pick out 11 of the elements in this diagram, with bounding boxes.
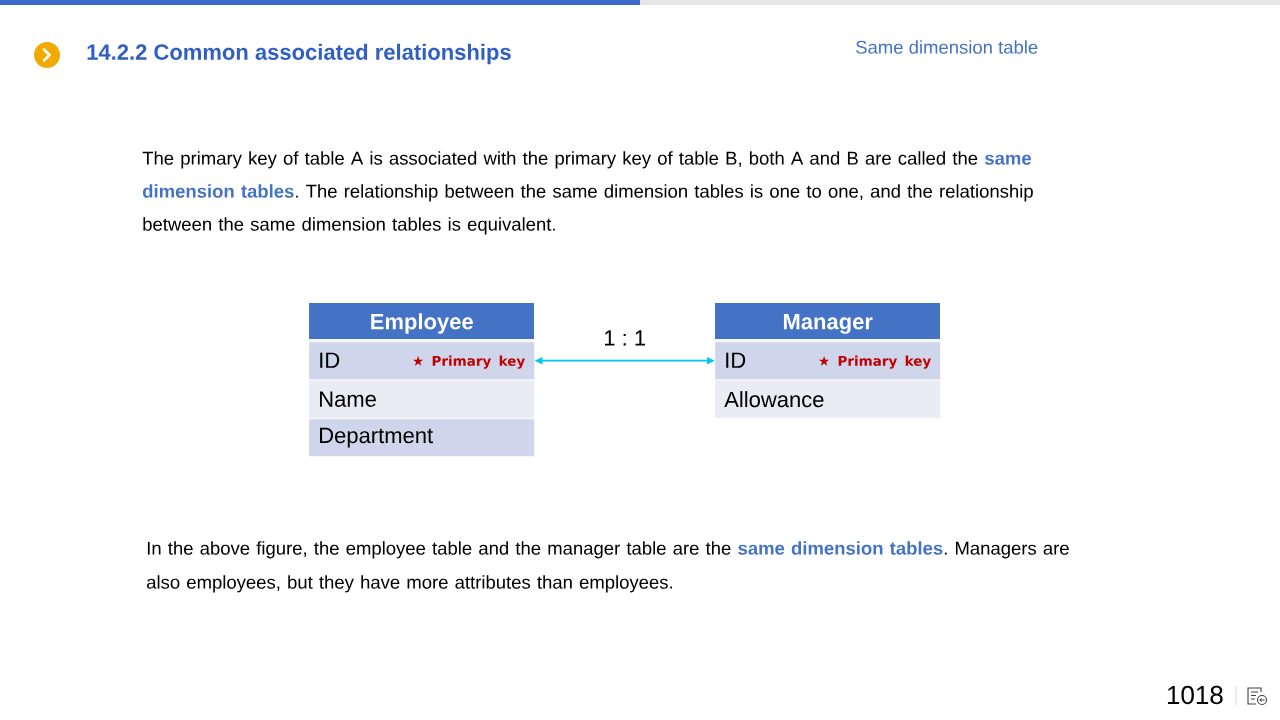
table-row: Name (309, 380, 535, 418)
heading: 14.2.2 Common associated relationships (87, 43, 511, 65)
paragraph: The primary key of table A is associated with the primary key of table B, both A and B are called the same dimension tables. The relationship between the same dimension tables is one to one, and the relationship between the same dimension tables is equivalent. (142, 151, 1033, 235)
edge-label: 1 : 1 (601, 328, 649, 348)
page-number: 1018 (1167, 685, 1223, 705)
table-row: Department (309, 419, 535, 457)
section-label: Same dimension table (856, 40, 1038, 54)
table-row: ID ★ Primary key (309, 342, 535, 380)
paragraph: In the above figure, the employee table and the manager table are the same dimension tables. Managers are also employees, but they have more attributes than employees. (147, 541, 1069, 593)
table-row: ID ★ Primary key (715, 342, 941, 380)
table-row: Allowance (715, 380, 941, 418)
